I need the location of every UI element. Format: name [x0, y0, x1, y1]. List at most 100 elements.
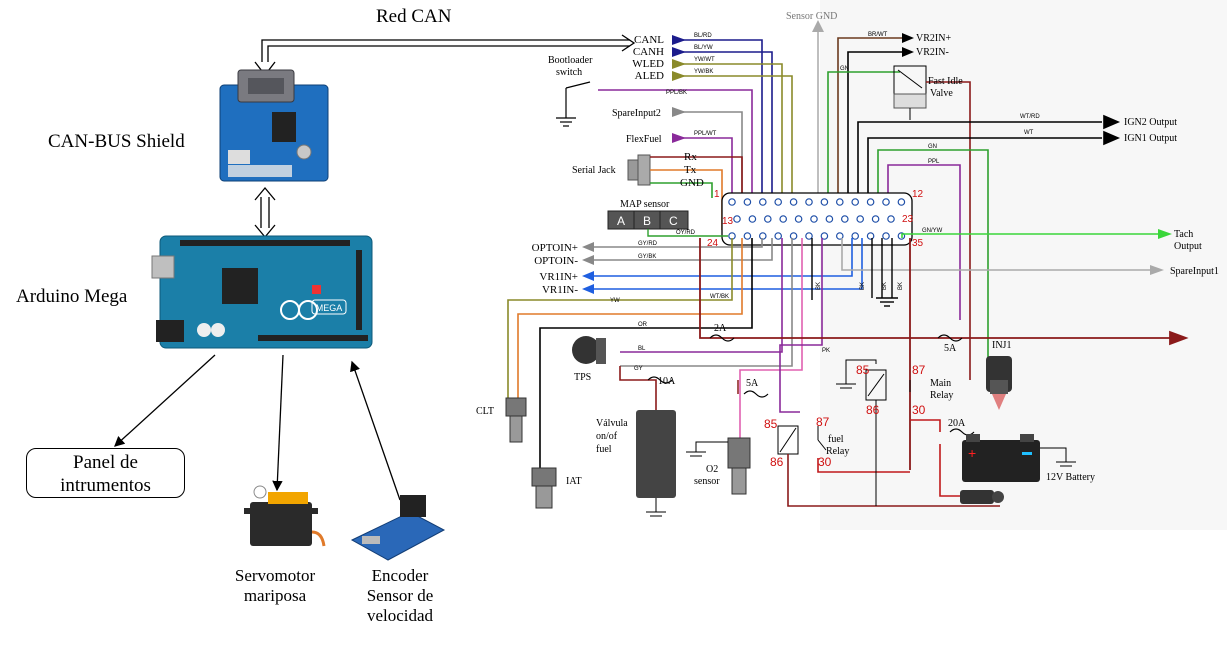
wire-yw: YW [610, 298, 620, 304]
wire-wt-rd: WT/RD [1020, 114, 1040, 120]
connector-pin [805, 232, 813, 240]
connector-pin [774, 198, 783, 206]
connector-pin [810, 215, 818, 223]
vr1in-minus-label: VR1IN- [542, 284, 578, 296]
fuel-relay-label-1: fuel [828, 434, 844, 445]
tps-label: TPS [574, 372, 591, 383]
fast-idle-label-2: Valve [930, 88, 953, 99]
connector-pin [897, 198, 906, 206]
fuse-20a-label: 20A [948, 418, 966, 429]
inj1-label: INJ1 [992, 340, 1011, 351]
wire-bk-2: BK [860, 282, 866, 290]
connector-pin [835, 198, 844, 206]
connector-pin [887, 215, 895, 223]
connector-pin [820, 198, 829, 206]
fuel-relay [777, 425, 1000, 507]
pin-1: 1 [714, 189, 720, 200]
flexfuel-label: FlexFuel [626, 134, 662, 145]
wire-bl-yw: BL/YW [694, 45, 713, 51]
main-relay-85: 85 [856, 363, 870, 377]
can-wires [672, 35, 793, 198]
vr2in-minus-label: VR2IN- [916, 47, 949, 58]
connector-pin [763, 215, 772, 223]
connector-pin [748, 215, 757, 223]
tx-label: Tx [684, 164, 697, 176]
arduino-mega-image: MEGA [151, 235, 373, 349]
spareinput2-label: SpareInput2 [612, 108, 661, 119]
vr1in-plus-label: VR1IN+ [539, 271, 578, 283]
connector-pin [866, 198, 875, 206]
connector-pin [825, 215, 834, 223]
encoder-label-3: velocidad [366, 606, 434, 625]
connector-pin [805, 198, 813, 206]
wire-gn-yw: GN/YW [922, 228, 943, 234]
wire-wt-bk: WT/BK [710, 294, 729, 300]
fast-idle-label-1: Fast Idle [928, 76, 963, 87]
flexfuel-wire [672, 133, 733, 198]
ign-wires [857, 114, 1121, 198]
battery: + [939, 428, 1076, 504]
arduino-mega-label: Arduino Mega [16, 286, 128, 307]
connector-pin [728, 198, 736, 206]
vr2-wires [837, 33, 914, 198]
wire-yw-wt: YW/WT [694, 57, 715, 63]
wire-gn: GN [840, 66, 849, 72]
wire-bl: BL [638, 346, 646, 352]
serial-jack-label: Serial Jack [572, 165, 616, 176]
wire-ppl-wt: PPL/WT [694, 131, 717, 137]
wire-pk: PK [822, 348, 830, 354]
o2-label-1: O2 [706, 464, 718, 475]
encoder-label-1: Encoder [371, 566, 429, 585]
can-bus-shield-image [219, 69, 329, 182]
tach-label-2: Output [1174, 241, 1202, 252]
connector-pin [866, 232, 875, 240]
wire-oy-rd: OY/RD [676, 230, 696, 236]
connector-pin [851, 198, 860, 206]
fuse-5a-b-label: 5A [944, 343, 957, 354]
connector-pin [840, 215, 849, 223]
mega-output-arrows [114, 354, 401, 501]
map-sensor-label: MAP sensor [620, 199, 670, 210]
canh-label: CANH [633, 46, 664, 58]
wire-gy: GY [634, 366, 643, 372]
connector-pin [820, 232, 829, 240]
sensor-wires [507, 238, 823, 470]
encoder-label-2: Sensor de [366, 586, 434, 605]
wire-ppl: PPL [928, 159, 940, 165]
ign2-label: IGN2 Output [1124, 117, 1177, 128]
connector-pin [794, 215, 803, 223]
wire-br-wt: BR/WT [868, 32, 888, 38]
valve-label-2: on/of [596, 431, 618, 442]
iat-sensor [531, 467, 557, 509]
connector-pin [758, 198, 767, 206]
can-bus-shield-label: CAN-BUS Shield [48, 131, 185, 152]
o2-sensor [686, 380, 769, 495]
connector-pin [789, 198, 798, 206]
red-can-label: Red CAN [376, 6, 452, 27]
ign1-label: IGN1 Output [1124, 133, 1177, 144]
main-relay-86: 86 [866, 403, 880, 417]
bootloader-label-1: Bootloader [548, 55, 593, 66]
injector [986, 356, 1012, 410]
wire-wt: WT [1024, 130, 1034, 136]
aled-label: ALED [635, 70, 664, 82]
connector-pin [774, 232, 783, 240]
panel-label-2: intrumentos [60, 475, 151, 496]
main-relay-30: 30 [912, 403, 926, 417]
wire-bl-rd: BL/RD [694, 33, 712, 39]
o2-label-2: sensor [694, 476, 720, 487]
instrument-panel-box: Panel de intrumentos [26, 448, 185, 498]
wire-gy-bk: GY/BK [638, 254, 656, 260]
pin-12: 12 [912, 189, 924, 200]
connector-pin [871, 215, 880, 223]
connector-pin [851, 232, 860, 240]
wire-ppl-bk: PPL/BK [666, 90, 687, 96]
pin-23: 23 [902, 214, 914, 225]
spareinput1-label: SpareInput1 [1170, 266, 1219, 277]
wire-gn2: GN [928, 144, 937, 150]
ground-wires [811, 238, 898, 307]
mega-board-label: MEGA [316, 303, 343, 313]
connector-pin [882, 232, 890, 240]
sensor-gnd-label: Sensor GND [786, 11, 837, 22]
